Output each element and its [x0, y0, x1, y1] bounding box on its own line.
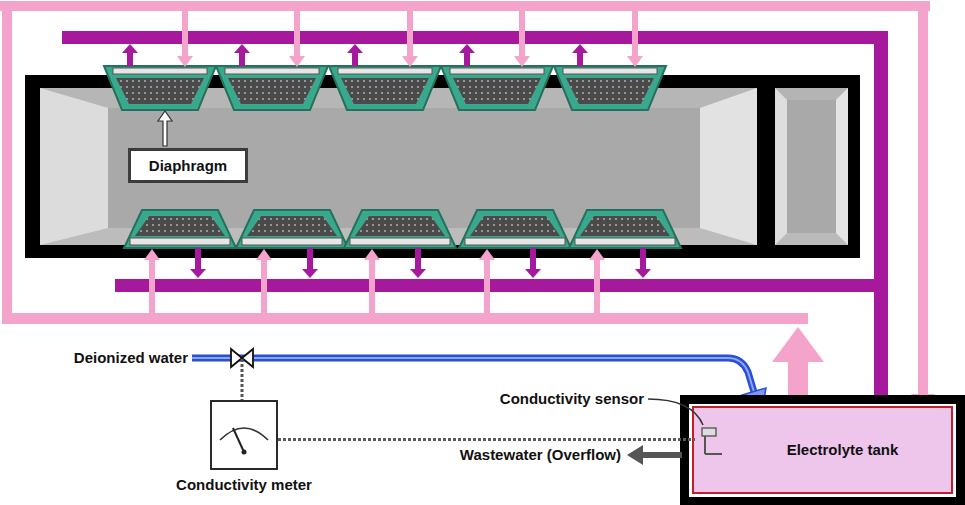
feed-arrow	[788, 358, 808, 396]
return-pipe	[115, 279, 888, 292]
signal-cable	[278, 438, 695, 441]
sensor-symbol	[704, 436, 706, 454]
cell-interior	[40, 88, 757, 245]
supply-pipe	[0, 1, 930, 11]
supply-pipe	[2, 1, 12, 324]
cell-frame	[25, 75, 860, 258]
side-compartment	[775, 88, 787, 245]
diaphragm-unit	[569, 210, 681, 313]
meter-pivot	[242, 450, 247, 455]
side-compartment	[775, 88, 848, 245]
diaphragm-unit	[459, 210, 571, 313]
overflow-arrow	[627, 445, 643, 465]
sensor-symbol	[702, 428, 716, 436]
water-arrowhead	[742, 388, 766, 416]
control-line	[241, 359, 244, 400]
diaphragm-unit	[216, 10, 328, 110]
flow-arrowhead	[911, 394, 935, 411]
cell-back-wall	[108, 108, 700, 228]
return-pipe	[874, 31, 888, 401]
meter-needle	[233, 428, 244, 452]
diaphragm-unit	[236, 210, 348, 313]
sensor-symbol	[705, 453, 722, 455]
side-compartment	[775, 88, 848, 100]
diaphragm-unit	[104, 10, 216, 110]
inlet-label: Deionized water	[74, 349, 188, 367]
water-pipe	[192, 358, 754, 392]
side-compartment	[787, 100, 836, 233]
diaphragm-unit	[441, 10, 553, 110]
supply-pipe	[918, 1, 928, 396]
valve-symbol	[231, 349, 253, 367]
node-text: Diaphragm	[149, 157, 227, 175]
overflow-arrow	[640, 452, 682, 458]
tank-liquid	[693, 407, 952, 493]
tank-frame	[680, 395, 965, 505]
cell-wall	[700, 88, 757, 245]
feed-arrow	[772, 327, 824, 362]
diaphragm-unit	[329, 10, 441, 110]
node-text: Conductivity meter	[176, 476, 312, 494]
diaphragm-unit	[124, 210, 236, 313]
tank-frame	[689, 404, 956, 497]
diaphragm-unit	[554, 10, 666, 110]
callout-arrow	[158, 111, 172, 146]
return-pipe	[62, 31, 888, 44]
tank-box: Electrolyte tank	[695, 409, 950, 491]
cell-floor	[40, 228, 757, 245]
flow-arrowhead	[863, 396, 899, 417]
node-text: Electrolyte tank	[787, 441, 899, 459]
side-compartment	[836, 88, 848, 245]
cell-ceiling	[40, 88, 757, 108]
callout-box: Diaphragm	[128, 148, 248, 183]
supply-pipe	[2, 313, 808, 324]
cell-wall	[40, 88, 108, 245]
water-pipe	[192, 358, 754, 392]
outlet-label: Wastewater (Overflow)	[460, 446, 621, 464]
sensor-label: Conductivity sensor	[500, 390, 644, 408]
meter-body	[210, 400, 278, 470]
diaphragm-unit	[344, 210, 456, 313]
leader-line	[648, 399, 703, 425]
meter-dial	[220, 428, 268, 440]
side-compartment	[775, 233, 848, 245]
meter-box: Conductivity meter	[210, 400, 278, 470]
